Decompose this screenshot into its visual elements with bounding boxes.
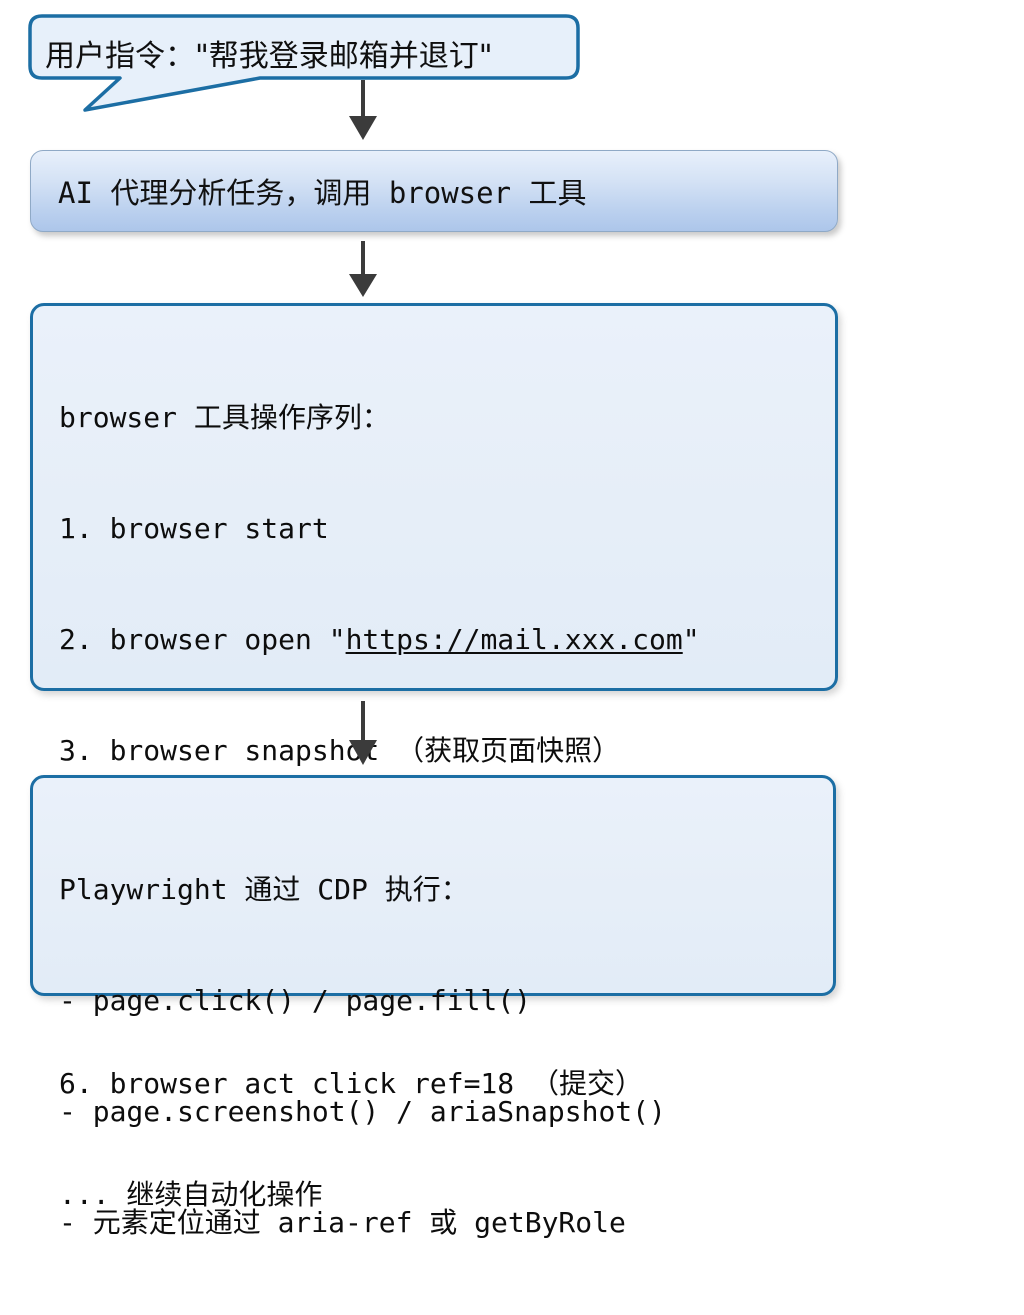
browser-sequence-box: browser 工具操作序列： 1. browser start 2. brow… <box>30 303 838 1211</box>
sequence-heading: browser 工具操作序列： <box>59 401 390 434</box>
user-command-text: 用户指令："帮我登录邮箱并退订" <box>45 39 493 74</box>
bubble-shape <box>28 14 580 112</box>
playwright-lines: Playwright 通过 CDP 执行： - page.click() / p… <box>59 797 666 1315</box>
agent-step-text: AI 代理分析任务，调用 browser 工具 <box>58 175 587 210</box>
sequence-line-2-prefix: 2. browser open " <box>59 623 346 656</box>
flow-arrow-agent-to-sequence <box>349 241 377 297</box>
sequence-line-2-suffix: " <box>682 623 700 656</box>
diagram-canvas: 用户指令："帮我登录邮箱并退订" AI 代理分析任务，调用 browser 工具… <box>28 14 838 1239</box>
playwright-line-1: - page.click() / page.fill() <box>59 984 532 1017</box>
agent-step-box: AI 代理分析任务，调用 browser 工具 <box>30 150 838 232</box>
playwright-box: Playwright 通过 CDP 执行： - page.click() / p… <box>30 775 836 1239</box>
user-command-bubble: 用户指令："帮我登录邮箱并退订" <box>28 14 580 124</box>
flow-arrow-user-to-agent <box>349 80 377 140</box>
flow-arrow-sequence-to-playwright <box>349 701 377 765</box>
sequence-line-1: 1. browser start <box>59 512 329 545</box>
sequence-line-3: 3. browser snapshot （获取页面快照） <box>59 734 621 767</box>
sequence-line-2: 2. browser open "https://mail.xxx.com" <box>59 621 700 658</box>
playwright-line-2: - page.screenshot() / ariaSnapshot() <box>59 1095 666 1128</box>
playwright-line-3: - 元素定位通过 aria-ref 或 getByRole <box>59 1206 626 1239</box>
mail-url-link[interactable]: https://mail.xxx.com <box>345 623 683 656</box>
playwright-heading: Playwright 通过 CDP 执行： <box>59 873 469 906</box>
